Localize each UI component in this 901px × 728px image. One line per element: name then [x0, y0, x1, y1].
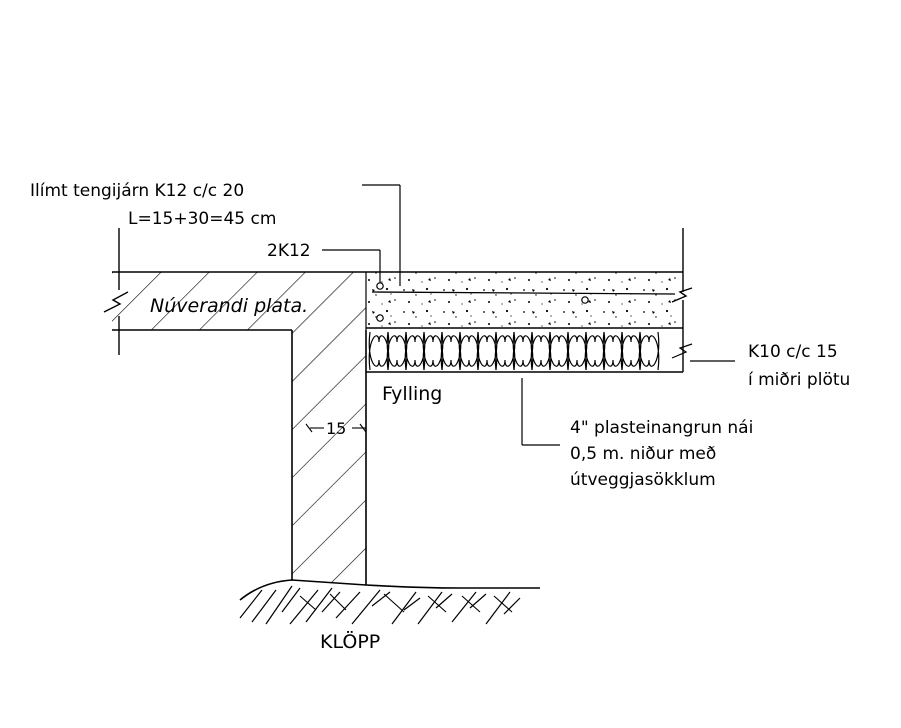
k10-label-line1: K10 c/c 15 — [748, 342, 838, 362]
new-concrete-slab — [366, 271, 683, 329]
insulation-symbol — [368, 331, 660, 371]
wall-dimension-label: 15 — [326, 419, 346, 438]
bedrock-ground — [239, 579, 540, 625]
insulation-label-line2: 0,5 m. niður með — [570, 444, 716, 464]
dowel-label-line1: Ilímt tengijárn K12 c/c 20 — [30, 181, 244, 201]
slab-break-line-left — [103, 228, 129, 355]
wall-dimension — [305, 423, 367, 433]
foundation-wall — [291, 330, 367, 585]
insulation-label-line3: útveggjasökklum — [570, 470, 716, 490]
insulation-label-line1: 4" plasteinangrun nái — [570, 418, 753, 438]
k10-label-line2: í miðri plötu — [748, 370, 850, 390]
insulation-leader — [521, 378, 560, 446]
k12-leader — [322, 249, 381, 283]
fill-label: Fylling — [382, 383, 442, 405]
existing-slab — [112, 271, 367, 331]
bar-2k12-label: 2K12 — [267, 241, 311, 261]
dowel-leader — [362, 184, 401, 286]
slab-break-line-right — [671, 228, 693, 372]
insulation-layer — [366, 331, 693, 373]
dowel-label-line2: L=15+30=45 cm — [128, 209, 276, 229]
existing-slab-label: Núverandi plata. — [150, 295, 308, 317]
ground-label: KLÖPP — [320, 630, 380, 653]
